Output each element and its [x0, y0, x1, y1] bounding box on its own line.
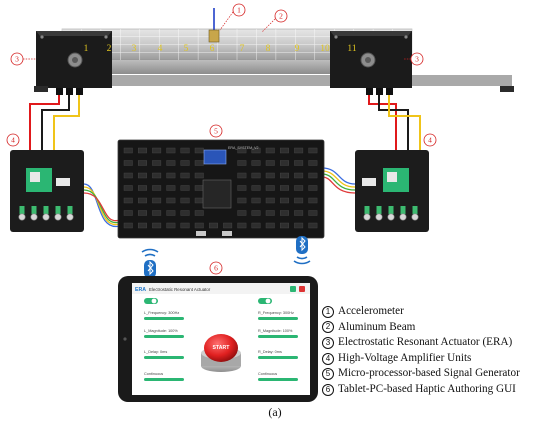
callout-label-3: 3 — [415, 55, 419, 64]
beam-number-5: 5 — [184, 44, 189, 54]
signal-generator-board: ERA_SYSTEM_V2 — [117, 139, 325, 239]
param-right-delay: R_Delay: 0ms — [258, 350, 282, 354]
beam-number-3: 3 — [132, 44, 137, 54]
legend-item: 3 Electrostatic Resonant Actuator (ERA) — [322, 335, 548, 351]
era-wires — [29, 95, 421, 154]
legend-text: Aluminum Beam — [338, 320, 416, 333]
slider-left-frequency[interactable] — [144, 317, 184, 320]
tablet-title: Electrostatic Resonant Actuator — [149, 287, 211, 292]
start-button-label: START — [213, 345, 231, 351]
slider-right-magnitude[interactable] — [258, 335, 298, 338]
mode-right: Continuous — [258, 372, 277, 376]
param-left-magnitude: L_Magnitude: 100% — [144, 329, 178, 333]
beam-number-10: 10 — [320, 44, 330, 54]
callout-3 — [410, 52, 424, 66]
callout-4 — [423, 133, 437, 147]
callout-label-4: 4 — [428, 136, 432, 145]
legend-text: Micro-processor-based Signal Generator — [338, 367, 520, 380]
callout-6 — [209, 261, 223, 275]
legend-item: 4 High-Voltage Amplifier Units — [322, 351, 548, 367]
beam-underside — [62, 60, 412, 74]
tablet: ERA Electrostatic Resonant Actuator L_Fr… — [118, 276, 318, 402]
legend: 1 Accelerometer 2 Aluminum Beam 3 Electrostat… — [322, 304, 548, 398]
legend-number: 6 — [322, 383, 334, 396]
amplifier-left — [10, 150, 84, 232]
callout-label-6: 6 — [214, 264, 218, 273]
param-right-magnitude: R_Magnitude: 100% — [258, 329, 293, 333]
callout-label-3: 3 — [15, 55, 19, 64]
beam-number-labels: 1 2 3 4 5 6 7 8 9 10 11 — [84, 44, 357, 54]
board-wireless-module — [203, 149, 227, 165]
amplifier-left-knobs — [18, 206, 74, 221]
close-icon[interactable] — [299, 286, 305, 292]
mode-left: Continuous — [144, 372, 163, 376]
callout-label-2: 2 — [279, 12, 283, 21]
start-button[interactable]: START — [201, 334, 241, 372]
callout-label-1: 1 — [237, 6, 241, 15]
legend-item: 6 Tablet-PC-based Haptic Authoring GUI — [322, 382, 548, 398]
legend-number: 3 — [322, 336, 334, 349]
tablet-logo: ERA — [135, 287, 146, 293]
board-chips — [123, 147, 318, 236]
ribbon-cables — [83, 167, 356, 227]
legend-number: 5 — [322, 368, 334, 381]
beam-assembly: 1 2 3 4 5 6 7 8 9 10 11 — [34, 8, 514, 95]
beam-number-7: 7 — [240, 44, 245, 54]
legend-item: 1 Accelerometer — [322, 304, 548, 320]
foot-right — [500, 86, 514, 92]
callout-2 — [274, 9, 288, 23]
beam-number-8: 8 — [266, 44, 271, 54]
slider-left-delay[interactable] — [144, 356, 184, 359]
legend-number: 1 — [322, 305, 334, 318]
bluetooth-icon — [141, 248, 159, 278]
slider-right-frequency[interactable] — [258, 317, 298, 320]
settings-icon[interactable] — [290, 286, 296, 292]
beam-number-2: 2 — [107, 44, 112, 54]
tablet-camera — [123, 337, 127, 341]
beam-number-1: 1 — [84, 44, 89, 54]
slider-right-delay[interactable] — [258, 356, 298, 359]
slider-right-mode[interactable] — [258, 378, 298, 381]
beam-number-6: 6 — [210, 44, 215, 54]
legend-item: 2 Aluminum Beam — [322, 320, 548, 336]
beam-number-4: 4 — [158, 44, 163, 54]
callout-label-5: 5 — [214, 127, 218, 136]
callout-1 — [232, 3, 246, 17]
amplifier-right — [355, 150, 429, 232]
beam-number-11: 11 — [347, 44, 356, 54]
foot-left — [34, 86, 48, 92]
param-left-delay: L_Delay: 0ms — [144, 350, 167, 354]
callout-5 — [209, 124, 223, 138]
param-right-frequency: R_Frequency: 300Hz — [258, 311, 294, 315]
callout-label-4: 4 — [11, 136, 15, 145]
callout-4 — [6, 133, 20, 147]
accelerometer — [208, 29, 220, 43]
param-left-frequency: L_Frequency: 300Hz — [144, 311, 179, 315]
figure-caption: (a) — [268, 405, 282, 419]
callout-3 — [10, 52, 24, 66]
legend-number: 4 — [322, 352, 334, 365]
board-label: ERA_SYSTEM_V2 — [228, 146, 259, 150]
callout-markers: 1 2 3 3 4 4 5 6 — [6, 3, 437, 275]
legend-number: 2 — [322, 321, 334, 334]
legend-item: 5 Micro-processor-based Signal Generator — [322, 366, 548, 382]
bluetooth-icon — [293, 236, 311, 265]
board-mcu — [202, 179, 232, 209]
legend-text: Tablet-PC-based Haptic Authoring GUI — [338, 382, 516, 395]
legend-text: High-Voltage Amplifier Units — [338, 351, 472, 364]
legend-text: Accelerometer — [338, 305, 404, 317]
slider-left-mode[interactable] — [144, 378, 184, 381]
slider-left-magnitude[interactable] — [144, 335, 184, 338]
beam-number-9: 9 — [295, 44, 300, 54]
amplifier-right-knobs — [363, 206, 419, 221]
legend-text: Electrostatic Resonant Actuator (ERA) — [338, 336, 513, 349]
